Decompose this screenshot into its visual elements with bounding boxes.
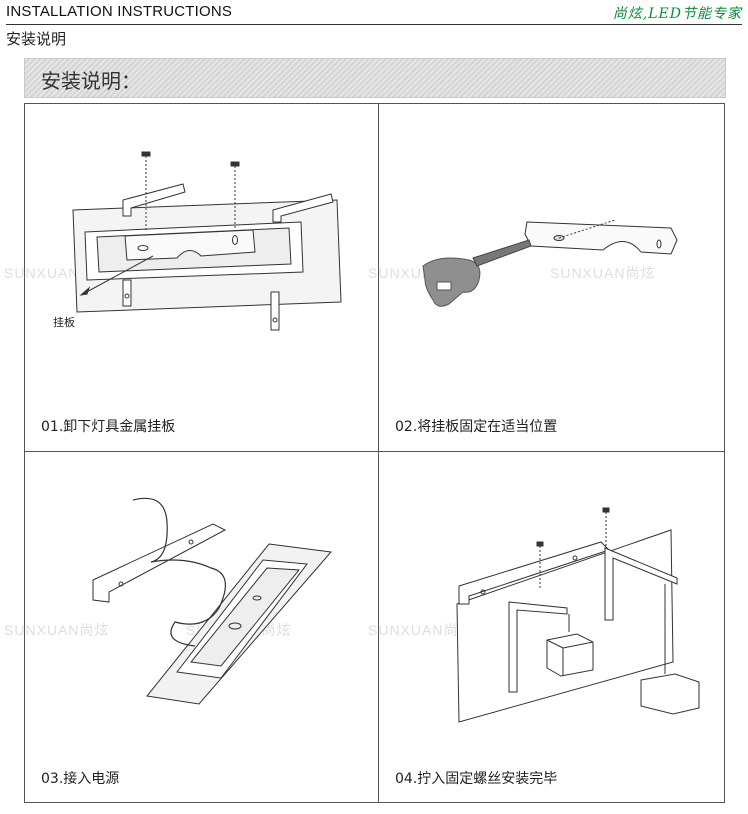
brand-slogan: 尚炫,LED节能专家 — [612, 6, 742, 22]
step-1-part-label: 挂板 — [53, 316, 75, 329]
watermark-text: SUNXUAN尚炫 — [368, 622, 474, 638]
step-2-caption: 02.将挂板固定在适当位置 — [395, 419, 558, 435]
header-chinese-title: 安装说明 — [6, 30, 67, 48]
label-arrow — [82, 255, 154, 295]
section-banner-title: 安装说明： — [41, 69, 141, 93]
lamp-cube-right — [640, 673, 700, 715]
header-english-title: INSTALLATION INSTRUCTIONS — [6, 3, 233, 20]
step-2-illustration — [422, 219, 678, 307]
screw-icon — [602, 507, 610, 552]
bracket-top-right — [272, 193, 334, 223]
screw-icon — [141, 151, 151, 230]
step-2-panel: 02.将挂板固定在适当位置 — [379, 104, 724, 452]
lamp-cube-left — [546, 633, 594, 677]
step-3-illustration — [92, 497, 332, 705]
section-banner: 安装说明： — [24, 58, 726, 98]
bracket-bottom-left — [122, 279, 132, 307]
step-3-panel: 03.接入电源 — [25, 452, 379, 802]
screw-icon — [230, 161, 240, 228]
step-4-caption: 04.拧入固定螺丝安装完毕 — [395, 771, 558, 787]
mounting-plate — [124, 229, 256, 261]
steps-grid: 挂板 01.卸下灯具金属挂板 02.将挂板固定在适当位置 — [24, 103, 725, 803]
power-cable — [132, 497, 226, 647]
step-1-illustration — [72, 151, 342, 331]
step-1-caption: 01.卸下灯具金属挂板 — [41, 419, 176, 435]
lamp-arm-left — [508, 601, 568, 693]
step-1-panel: 挂板 01.卸下灯具金属挂板 — [25, 104, 379, 452]
step-4-panel: 04.拧入固定螺丝安装完毕 — [379, 452, 724, 802]
watermark-text: SUNXUAN尚炫 — [4, 622, 110, 638]
header-rule — [6, 24, 742, 25]
step-4-illustration — [456, 507, 700, 723]
mounting-bracket — [92, 523, 227, 603]
lamp-arm-right — [604, 547, 678, 621]
step-3-caption: 03.接入电源 — [41, 771, 120, 787]
mounting-bracket — [458, 541, 610, 605]
bracket-top-left — [122, 183, 186, 217]
key-icon — [422, 239, 532, 307]
watermark-text: SUNXUAN尚炫 — [550, 265, 656, 281]
mounting-plate — [524, 221, 678, 255]
bracket-bottom-right — [270, 291, 280, 331]
screw-icon — [536, 541, 544, 590]
